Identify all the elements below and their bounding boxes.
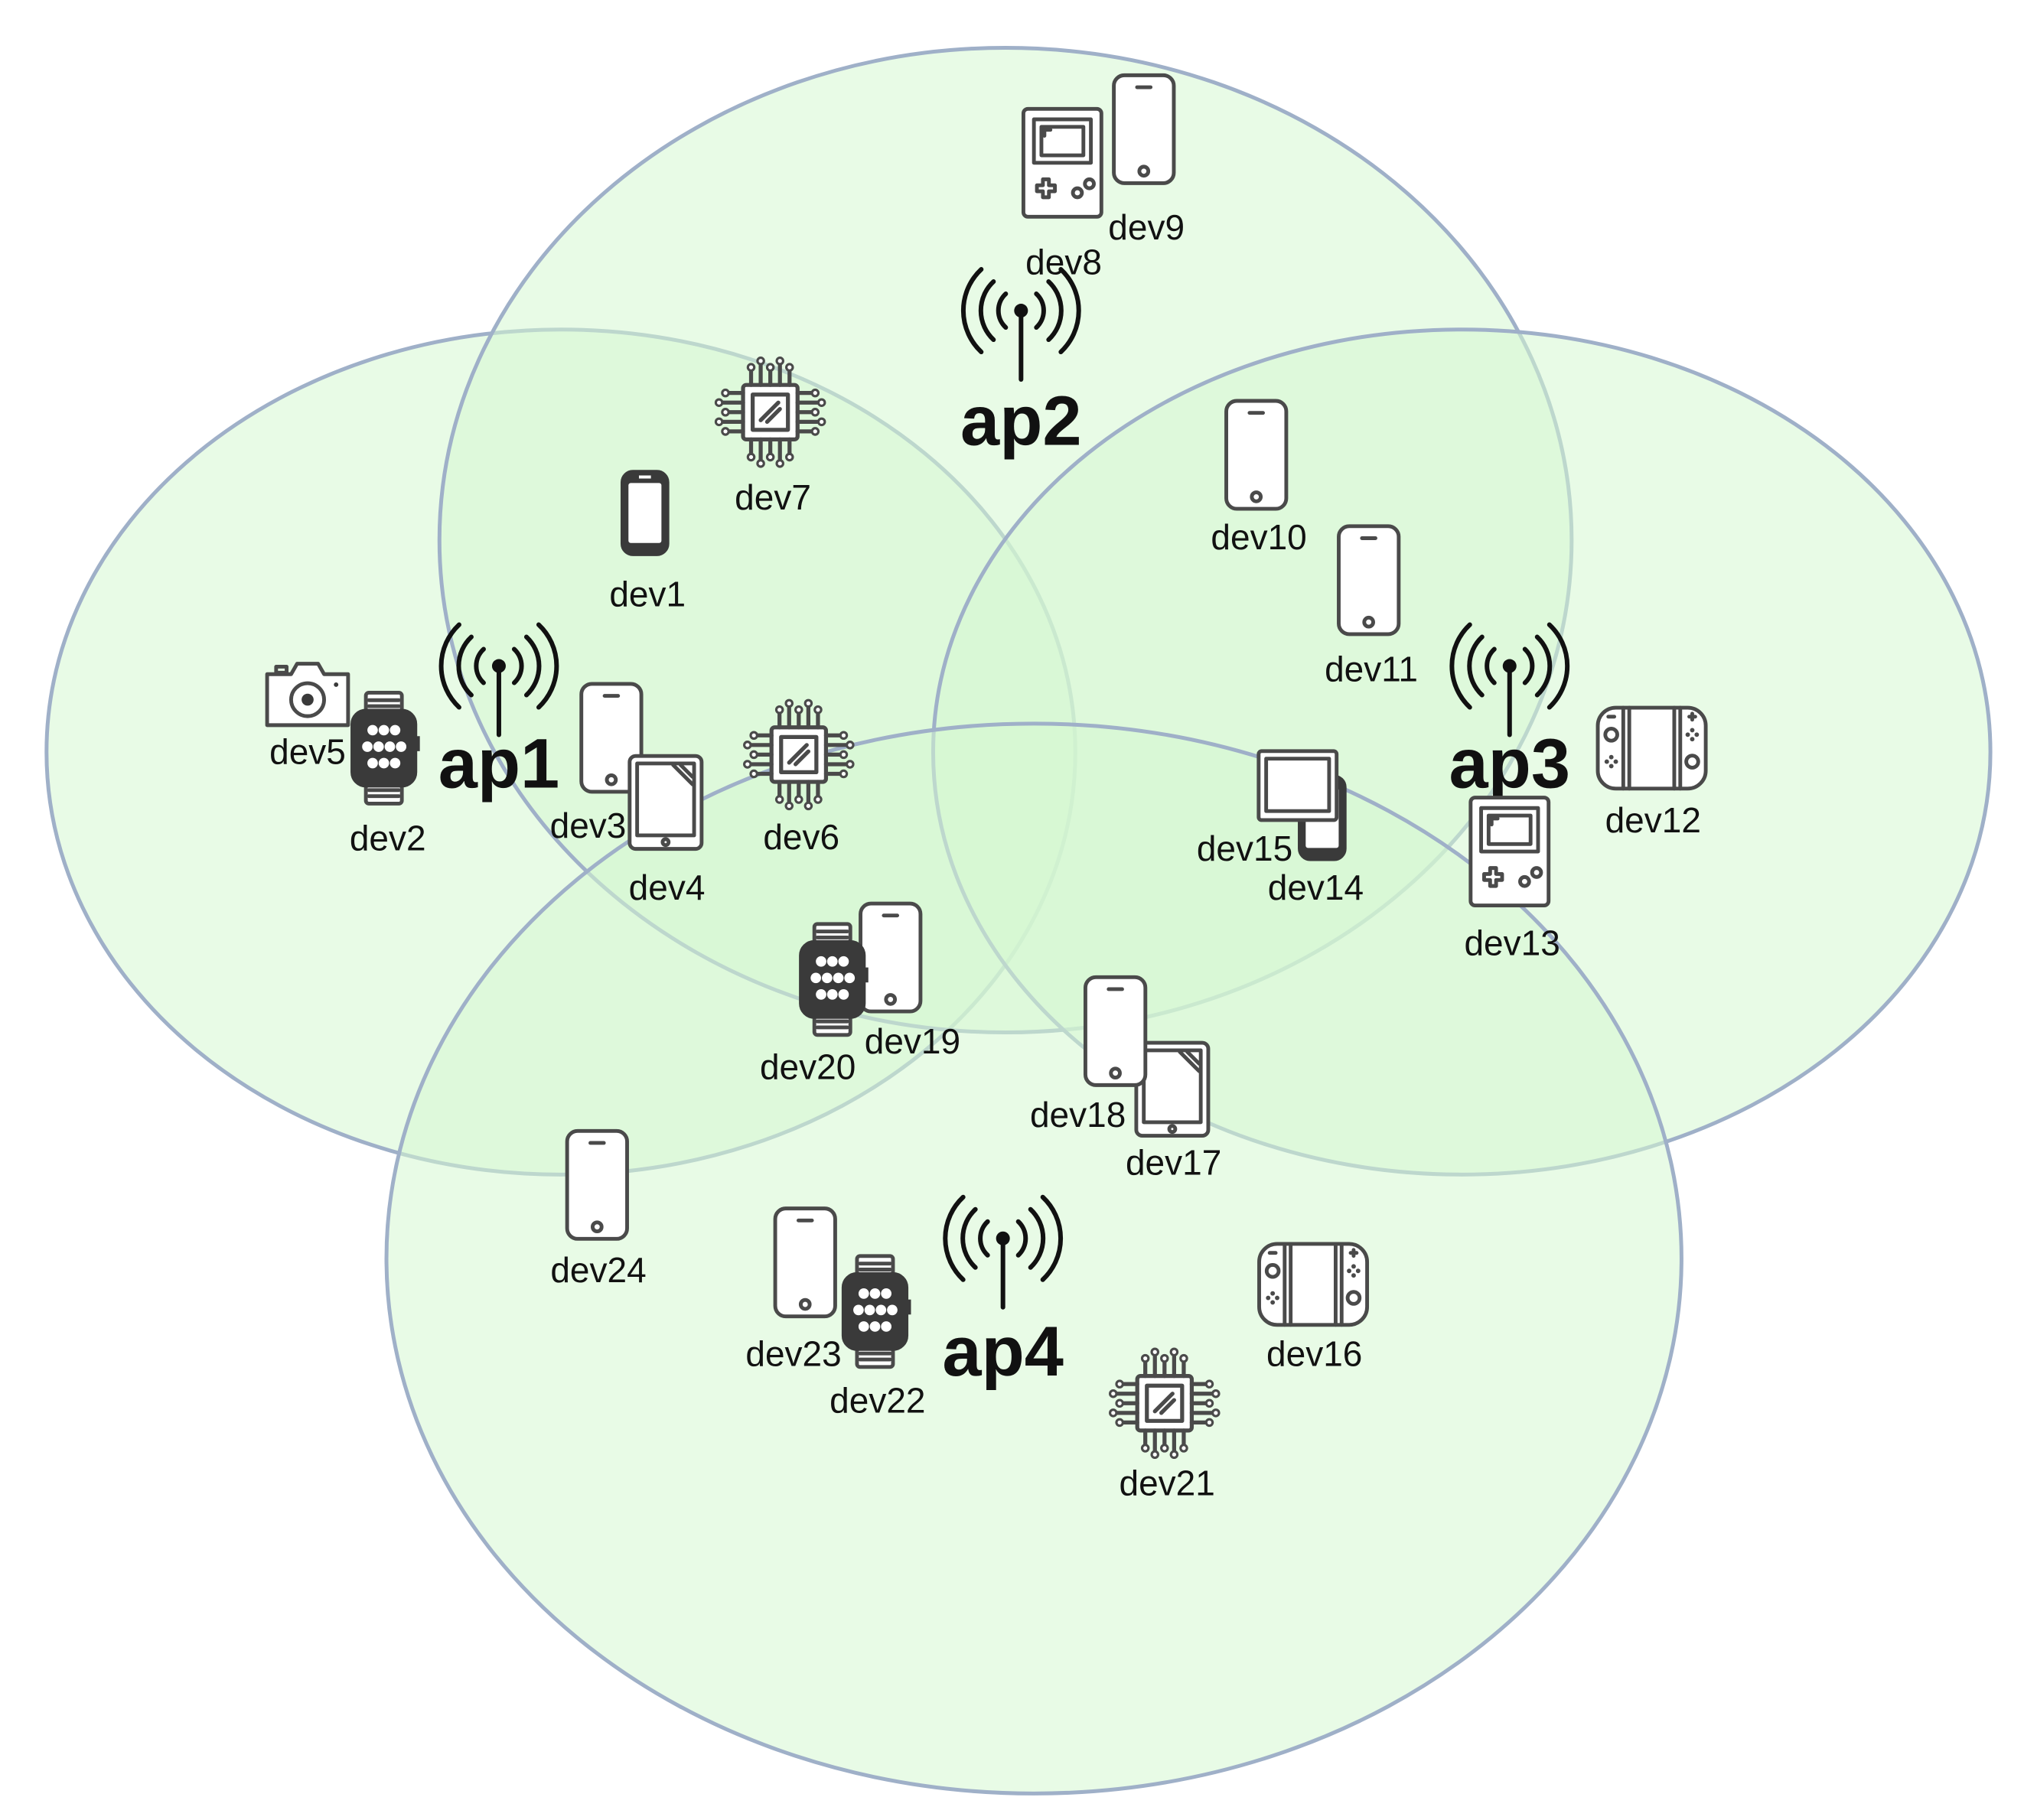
device-label: dev18: [1030, 1095, 1126, 1135]
access-point-ap4[interactable]: ap4: [942, 1197, 1064, 1391]
device-dev11[interactable]: dev11: [1325, 526, 1418, 689]
access-point-label: ap3: [1449, 724, 1571, 803]
access-point-ap1[interactable]: ap1: [438, 625, 560, 803]
device-label: dev11: [1325, 649, 1418, 689]
tablet-icon: [630, 756, 702, 848]
phone-outline-icon: [861, 903, 921, 1011]
device-dev18[interactable]: dev18: [1030, 977, 1146, 1135]
device-label: dev5: [269, 732, 346, 772]
device-dev24[interactable]: dev24: [550, 1131, 647, 1290]
device-dev5[interactable]: dev5: [267, 664, 348, 772]
device-dev15[interactable]: dev15: [1197, 751, 1337, 868]
device-label: dev3: [550, 806, 627, 845]
camera-icon: [267, 664, 348, 725]
device-dev1[interactable]: dev1: [609, 472, 686, 614]
device-label: dev23: [745, 1334, 841, 1374]
device-dev22[interactable]: dev22: [829, 1256, 926, 1421]
device-dev19[interactable]: dev19: [861, 903, 961, 1061]
device-dev13[interactable]: dev13: [1464, 798, 1560, 963]
device-label: dev4: [629, 868, 706, 907]
device-label: dev16: [1266, 1334, 1362, 1374]
device-label: dev1: [609, 574, 686, 614]
access-point-ap2[interactable]: ap2: [960, 269, 1082, 461]
smartphone-icon: [622, 472, 667, 555]
handheld-console-icon: [1023, 109, 1101, 217]
access-point-label: ap1: [438, 724, 560, 803]
device-dev3[interactable]: dev3: [550, 684, 641, 845]
device-label: dev15: [1197, 829, 1292, 868]
device-dev8[interactable]: dev8: [1023, 109, 1102, 282]
device-label: dev13: [1464, 923, 1560, 963]
phone-outline-icon: [775, 1209, 835, 1317]
device-label: dev20: [760, 1047, 856, 1087]
device-dev20[interactable]: dev20: [760, 924, 869, 1087]
device-dev4[interactable]: dev4: [629, 756, 706, 907]
access-points: ap1 ap2 ap3 ap4: [438, 269, 1570, 1391]
device-dev2[interactable]: dev2: [350, 692, 426, 858]
device-label: dev8: [1025, 242, 1102, 282]
access-point-ap3[interactable]: ap3: [1449, 625, 1571, 803]
device-dev9[interactable]: dev9: [1108, 75, 1185, 247]
device-label: dev2: [350, 819, 426, 858]
phone-outline-icon: [1338, 526, 1398, 634]
device-label: dev9: [1108, 207, 1185, 247]
device-label: dev10: [1211, 517, 1306, 557]
phone-outline-icon: [1227, 401, 1286, 509]
device-dev17[interactable]: dev17: [1126, 1043, 1221, 1183]
laptop-icon: [1259, 751, 1337, 820]
phone-outline-icon: [567, 1131, 627, 1239]
device-label: dev19: [865, 1021, 960, 1061]
device-label: dev6: [763, 817, 839, 857]
device-label: dev21: [1120, 1463, 1215, 1503]
access-point-label: ap2: [960, 383, 1082, 461]
device-dev16[interactable]: dev16: [1260, 1244, 1367, 1374]
access-point-label: ap4: [942, 1313, 1064, 1391]
device-label: dev7: [735, 477, 811, 517]
device-dev6[interactable]: dev6: [745, 700, 853, 857]
phone-outline-icon: [1114, 75, 1174, 183]
coverage-area-ap4: [384, 721, 1683, 1796]
device-dev7[interactable]: dev7: [715, 358, 824, 517]
device-label: dev12: [1605, 800, 1701, 840]
game-console-icon: [1260, 1244, 1367, 1325]
device-label: dev24: [550, 1250, 646, 1290]
device-dev23[interactable]: dev23: [745, 1209, 842, 1374]
device-dev14[interactable]: dev14: [1268, 777, 1364, 907]
device-dev12[interactable]: dev12: [1598, 708, 1706, 840]
device-dev10[interactable]: dev10: [1211, 401, 1307, 557]
handheld-console-icon: [1471, 798, 1549, 906]
device-label: dev14: [1268, 868, 1364, 907]
game-console-icon: [1598, 708, 1706, 789]
device-dev21[interactable]: dev21: [1110, 1349, 1219, 1503]
phone-outline-icon: [1085, 977, 1145, 1085]
device-label: dev17: [1126, 1143, 1221, 1183]
device-label: dev22: [829, 1380, 925, 1420]
